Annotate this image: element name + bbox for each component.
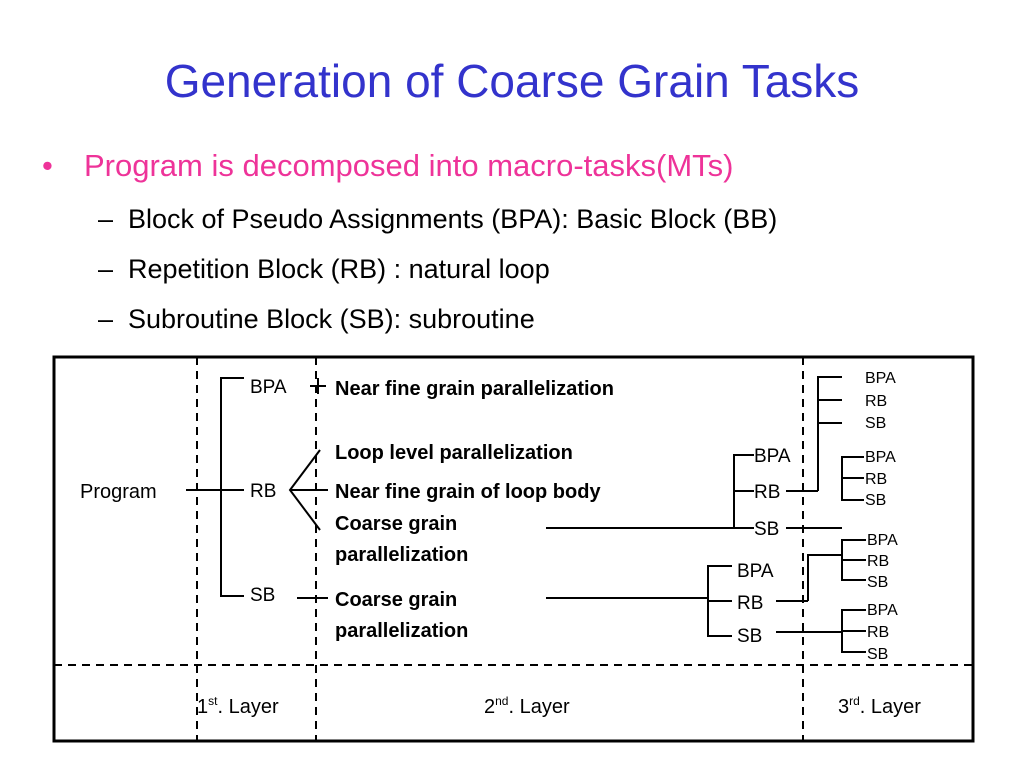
sub-bullet-marker: – (98, 204, 114, 234)
layer1-rb-label: RB (250, 481, 276, 502)
bullet-marker: • (42, 148, 53, 183)
layer1-sb-label: SB (250, 585, 275, 606)
note-near-fine-loop-body: Near fine grain of loop body (335, 481, 601, 503)
slide-title: Generation of Coarse Grain Tasks (164, 55, 860, 107)
diagram-frame (52, 355, 975, 743)
layer3-bpa-label: BPA (865, 449, 896, 466)
layer-1-label: 1st. Layer (197, 694, 279, 718)
layer3-rb-label: RB (865, 393, 887, 410)
layer3-rb-label: RB (867, 624, 889, 641)
sub-bullet-marker: – (98, 254, 114, 284)
layer3-bpa-label: BPA (867, 602, 898, 619)
layer3-rb-label: RB (867, 553, 889, 570)
layer3-sb-label: SB (867, 646, 888, 663)
layer3-bpa-label: BPA (865, 370, 896, 387)
program-label: Program (80, 481, 157, 503)
bullet-main-text: Program is decomposed into macro-tasks(M… (84, 148, 734, 183)
layer2-rb-bpa-label: BPA (754, 446, 791, 467)
note-coarse-grain-rb-line2: parallelization (335, 544, 468, 566)
layer3-sb-label: SB (865, 415, 886, 432)
layer-3-label: 3rd. Layer (838, 694, 921, 718)
sub-bullet-marker: – (98, 304, 114, 334)
layer3-group-2: BPA RB SB (865, 449, 896, 509)
note-loop-level: Loop level parallelization (335, 442, 573, 464)
layer3-bpa-label: BPA (867, 532, 898, 549)
layer2-sb-tree-lines (707, 539, 866, 653)
layer3-group-4: BPA RB SB (867, 602, 898, 663)
layer1-bpa-label: BPA (250, 377, 287, 398)
note-coarse-grain-rb-line1: Coarse grain (335, 513, 457, 535)
program-tree-lines (186, 377, 752, 599)
sub-bullet-text: Repetition Block (RB) : natural loop (128, 254, 550, 284)
layer2-sb-rb-label: RB (737, 593, 763, 614)
layer3-sb-label: SB (865, 492, 886, 509)
layer3-group-3: BPA RB SB (867, 532, 898, 591)
note-coarse-grain-sb-line1: Coarse grain (335, 589, 457, 611)
layer2-sb-bpa-label: BPA (737, 561, 774, 582)
layer3-sb-label: SB (867, 574, 888, 591)
layer3-rb-label: RB (865, 471, 887, 488)
layer3-group-1: BPA RB SB (865, 370, 896, 432)
sub-bullet-text: Subroutine Block (SB): subroutine (128, 304, 535, 334)
layer2-rb-sb-label: SB (754, 519, 779, 540)
note-coarse-grain-sb-line2: parallelization (335, 620, 468, 642)
note-near-fine-grain: Near fine grain parallelization (335, 378, 614, 400)
layer2-sb-sb-label: SB (737, 626, 762, 647)
layer-2-label: 2nd. Layer (484, 694, 570, 718)
layer2-rb-rb-label: RB (754, 482, 780, 503)
layer2-rb-tree-lines (733, 376, 864, 529)
sub-bullet-text: Block of Pseudo Assignments (BPA): Basic… (128, 204, 778, 234)
